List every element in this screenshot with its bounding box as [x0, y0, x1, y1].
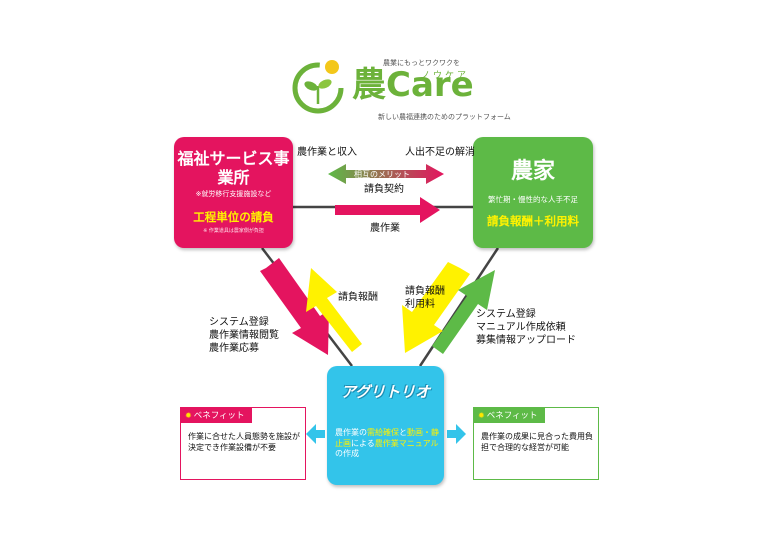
welfare-billing: 工程単位の請負 [193, 210, 274, 224]
agritrio-description: 農作業の需給確保と動画・静止画による農作業マニュアルの作成 [335, 428, 439, 458]
benefit-text: 作業に合せた人員態勢を施設が決定でき作業設備が不要 [188, 432, 300, 452]
label-labor-shortage: 人出不足の解消 [405, 147, 475, 158]
right-outer-line-3: 募集情報アップロード [476, 335, 576, 346]
farmer-box: 農家 繁忙期・慢性的な人手不足 請負報酬＋利用料 [473, 137, 593, 248]
logo-tagline: 農業にもっとワクワクを [383, 59, 460, 67]
to-left-benefit-arrow [306, 424, 325, 444]
right-outer-line-2: マニュアル作成依頼 [476, 322, 566, 333]
mutual-arrow [328, 164, 444, 184]
benefit-header: ✹ベネフィット [181, 408, 252, 423]
right-inner-line-1: 請負報酬 [405, 286, 445, 297]
right-inner-line-2: 利用料 [405, 299, 435, 310]
agritrio-box: アグリトリオ 農作業の需給確保と動画・静止画による農作業マニュアルの作成 [327, 366, 444, 485]
left-inner-label: 請負報酬 [338, 292, 378, 303]
left-down-arrow [260, 258, 329, 355]
left-outer-line-3: 農作業応募 [209, 343, 259, 354]
benefit-text: 農作業の成果に見合った費用負担で合理的な経営が可能 [481, 432, 593, 452]
label-contract: 請負契約 [364, 184, 404, 195]
label-mutual-merit: 相互のメリット [354, 170, 410, 179]
label-work-income: 農作業と収入 [297, 147, 357, 158]
logo-subtitle: 新しい農福連携のためのプラットフォーム [378, 113, 511, 121]
welfare-note: ※ 作業道具は農家側が負担 [203, 228, 264, 234]
lightbulb-icon: ✹ [478, 411, 485, 420]
left-outer-line-2: 農作業情報閲覧 [209, 330, 279, 341]
agritrio-logo: アグリトリオ [340, 383, 431, 401]
right-down-arrow [402, 262, 470, 353]
welfare-title: 福祉サービス事業所 [177, 149, 290, 187]
label-farm-work: 農作業 [370, 223, 400, 234]
benefit-box-farmer: ✹ベネフィット 農作業の成果に見合った費用負担で合理的な経営が可能 [473, 407, 599, 480]
lightbulb-icon: ✹ [185, 411, 192, 420]
farmer-billing: 請負報酬＋利用料 [487, 214, 579, 228]
welfare-subtitle: ※就労移行支援施設など [195, 190, 272, 198]
logo-sprout-icon [292, 60, 344, 114]
benefit-box-welfare: ✹ベネフィット 作業に合せた人員態勢を施設が決定でき作業設備が不要 [180, 407, 306, 480]
logo-reading: ノウケア [421, 71, 470, 81]
farmer-title: 農家 [510, 159, 555, 184]
farmer-subtitle: 繁忙期・慢性的な人手不足 [488, 195, 578, 204]
left-up-arrow [306, 268, 362, 352]
right-up-arrow [432, 270, 495, 354]
welfare-office-box: 福祉サービス事業所 ※就労移行支援施設など 工程単位の請負 ※ 作業道具は農家側… [174, 137, 293, 248]
left-outer-line-1: システム登録 [209, 317, 269, 328]
to-right-benefit-arrow [447, 424, 466, 444]
right-outer-line-1: システム登録 [476, 309, 536, 320]
work-arrow [335, 197, 440, 223]
logo-name: 農Care [352, 65, 474, 105]
benefit-header: ✹ベネフィット [474, 408, 545, 423]
